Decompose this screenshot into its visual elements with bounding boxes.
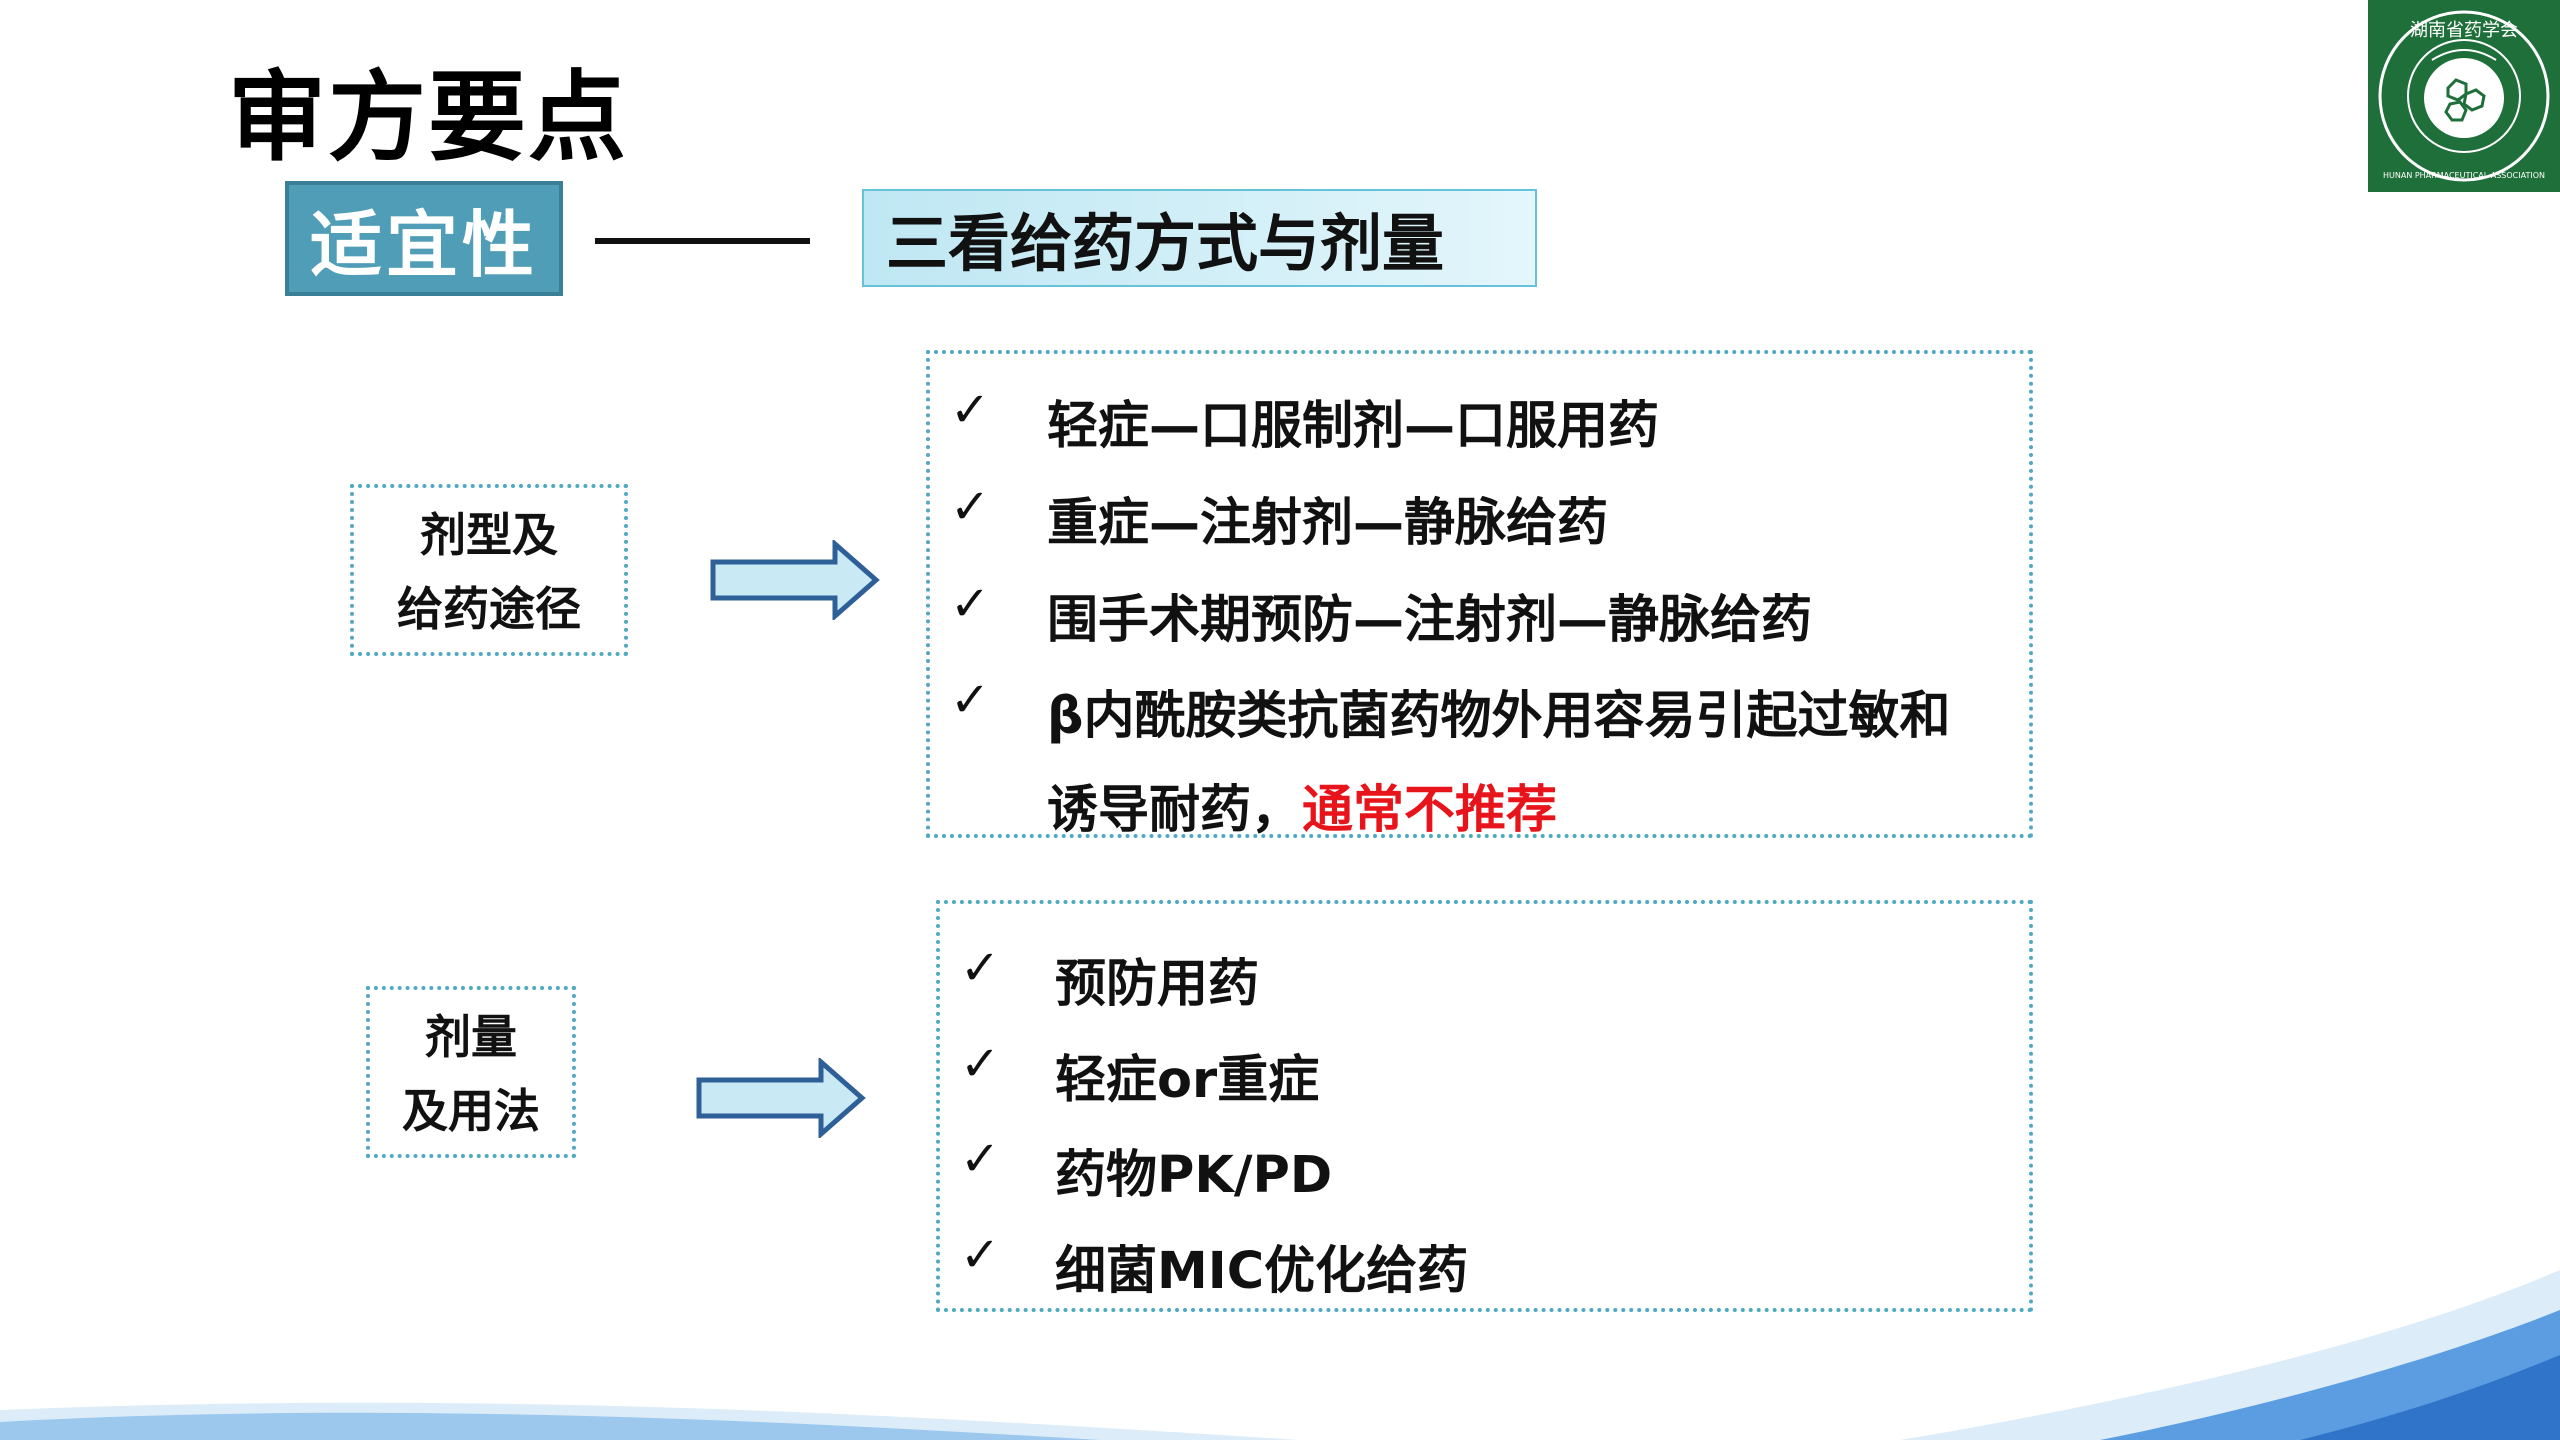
label-line: 剂量 bbox=[425, 1010, 517, 1064]
right-arrow-icon bbox=[710, 540, 880, 620]
check-icon: ✓ bbox=[960, 940, 1001, 996]
check-icon: ✓ bbox=[960, 1227, 1001, 1283]
continuation-text: 诱导耐药， bbox=[1047, 781, 1303, 840]
label-line: 给药途径 bbox=[397, 582, 581, 636]
svg-text:HUNAN PHARMACEUTICAL ASSOCIATI: HUNAN PHARMACEUTICAL ASSOCIATION bbox=[2383, 171, 2545, 180]
page-title: 审方要点 bbox=[228, 61, 629, 175]
svg-text:湖南省药学会: 湖南省药学会 bbox=[2410, 20, 2518, 41]
list-item: 重症—注射剂—静脉给药 bbox=[1047, 494, 1609, 553]
list-item: 轻症or重症 bbox=[1055, 1051, 1320, 1110]
label-line: 及用法 bbox=[402, 1084, 540, 1138]
list-item: 预防用药 bbox=[1055, 955, 1260, 1014]
dose-usage-list: ✓ 预防用药 ✓ 轻症or重症 ✓ 药物PK/PD ✓ 细菌MIC优化给药 bbox=[936, 900, 2033, 1312]
list-item: 围手术期预防—注射剂—静脉给药 bbox=[1047, 591, 1813, 650]
connector-line bbox=[595, 238, 810, 244]
dosage-form-route-label: 剂型及 给药途径 bbox=[350, 484, 628, 656]
check-icon: ✓ bbox=[950, 382, 991, 438]
dose-usage-label: 剂量 及用法 bbox=[366, 986, 576, 1158]
list-item: β内酰胺类抗菌药物外用容易引起过敏和 bbox=[1047, 687, 1951, 746]
check-icon: ✓ bbox=[960, 1131, 1001, 1187]
check-icon: ✓ bbox=[950, 576, 991, 632]
dosage-form-list: ✓ 轻症—口服制剂—口服用药 ✓ 重症—注射剂—静脉给药 ✓ 围手术期预防—注射… bbox=[926, 350, 2033, 840]
list-item: 轻症—口服制剂—口服用药 bbox=[1047, 397, 1660, 456]
decorative-wave bbox=[0, 1270, 2560, 1440]
hunan-pharmaceutical-association-logo: 湖南省药学会 HUNAN PHARMACEUTICAL ASSOCIATION bbox=[2368, 0, 2560, 192]
list-item-continuation: 诱导耐药，通常不推荐 bbox=[1047, 768, 1557, 842]
suitability-label-box: 适宜性 bbox=[285, 181, 563, 296]
not-recommended-highlight: 通常不推荐 bbox=[1302, 781, 1558, 840]
list-item: 细菌MIC优化给药 bbox=[1055, 1242, 1469, 1301]
check-icon: ✓ bbox=[950, 479, 991, 535]
check-icon: ✓ bbox=[960, 1036, 1001, 1092]
topic-label-box: 三看给药方式与剂量 bbox=[862, 189, 1537, 287]
list-item: 药物PK/PD bbox=[1055, 1146, 1333, 1205]
check-icon: ✓ bbox=[950, 672, 991, 728]
right-arrow-icon bbox=[696, 1058, 866, 1138]
label-line: 剂型及 bbox=[420, 508, 558, 562]
